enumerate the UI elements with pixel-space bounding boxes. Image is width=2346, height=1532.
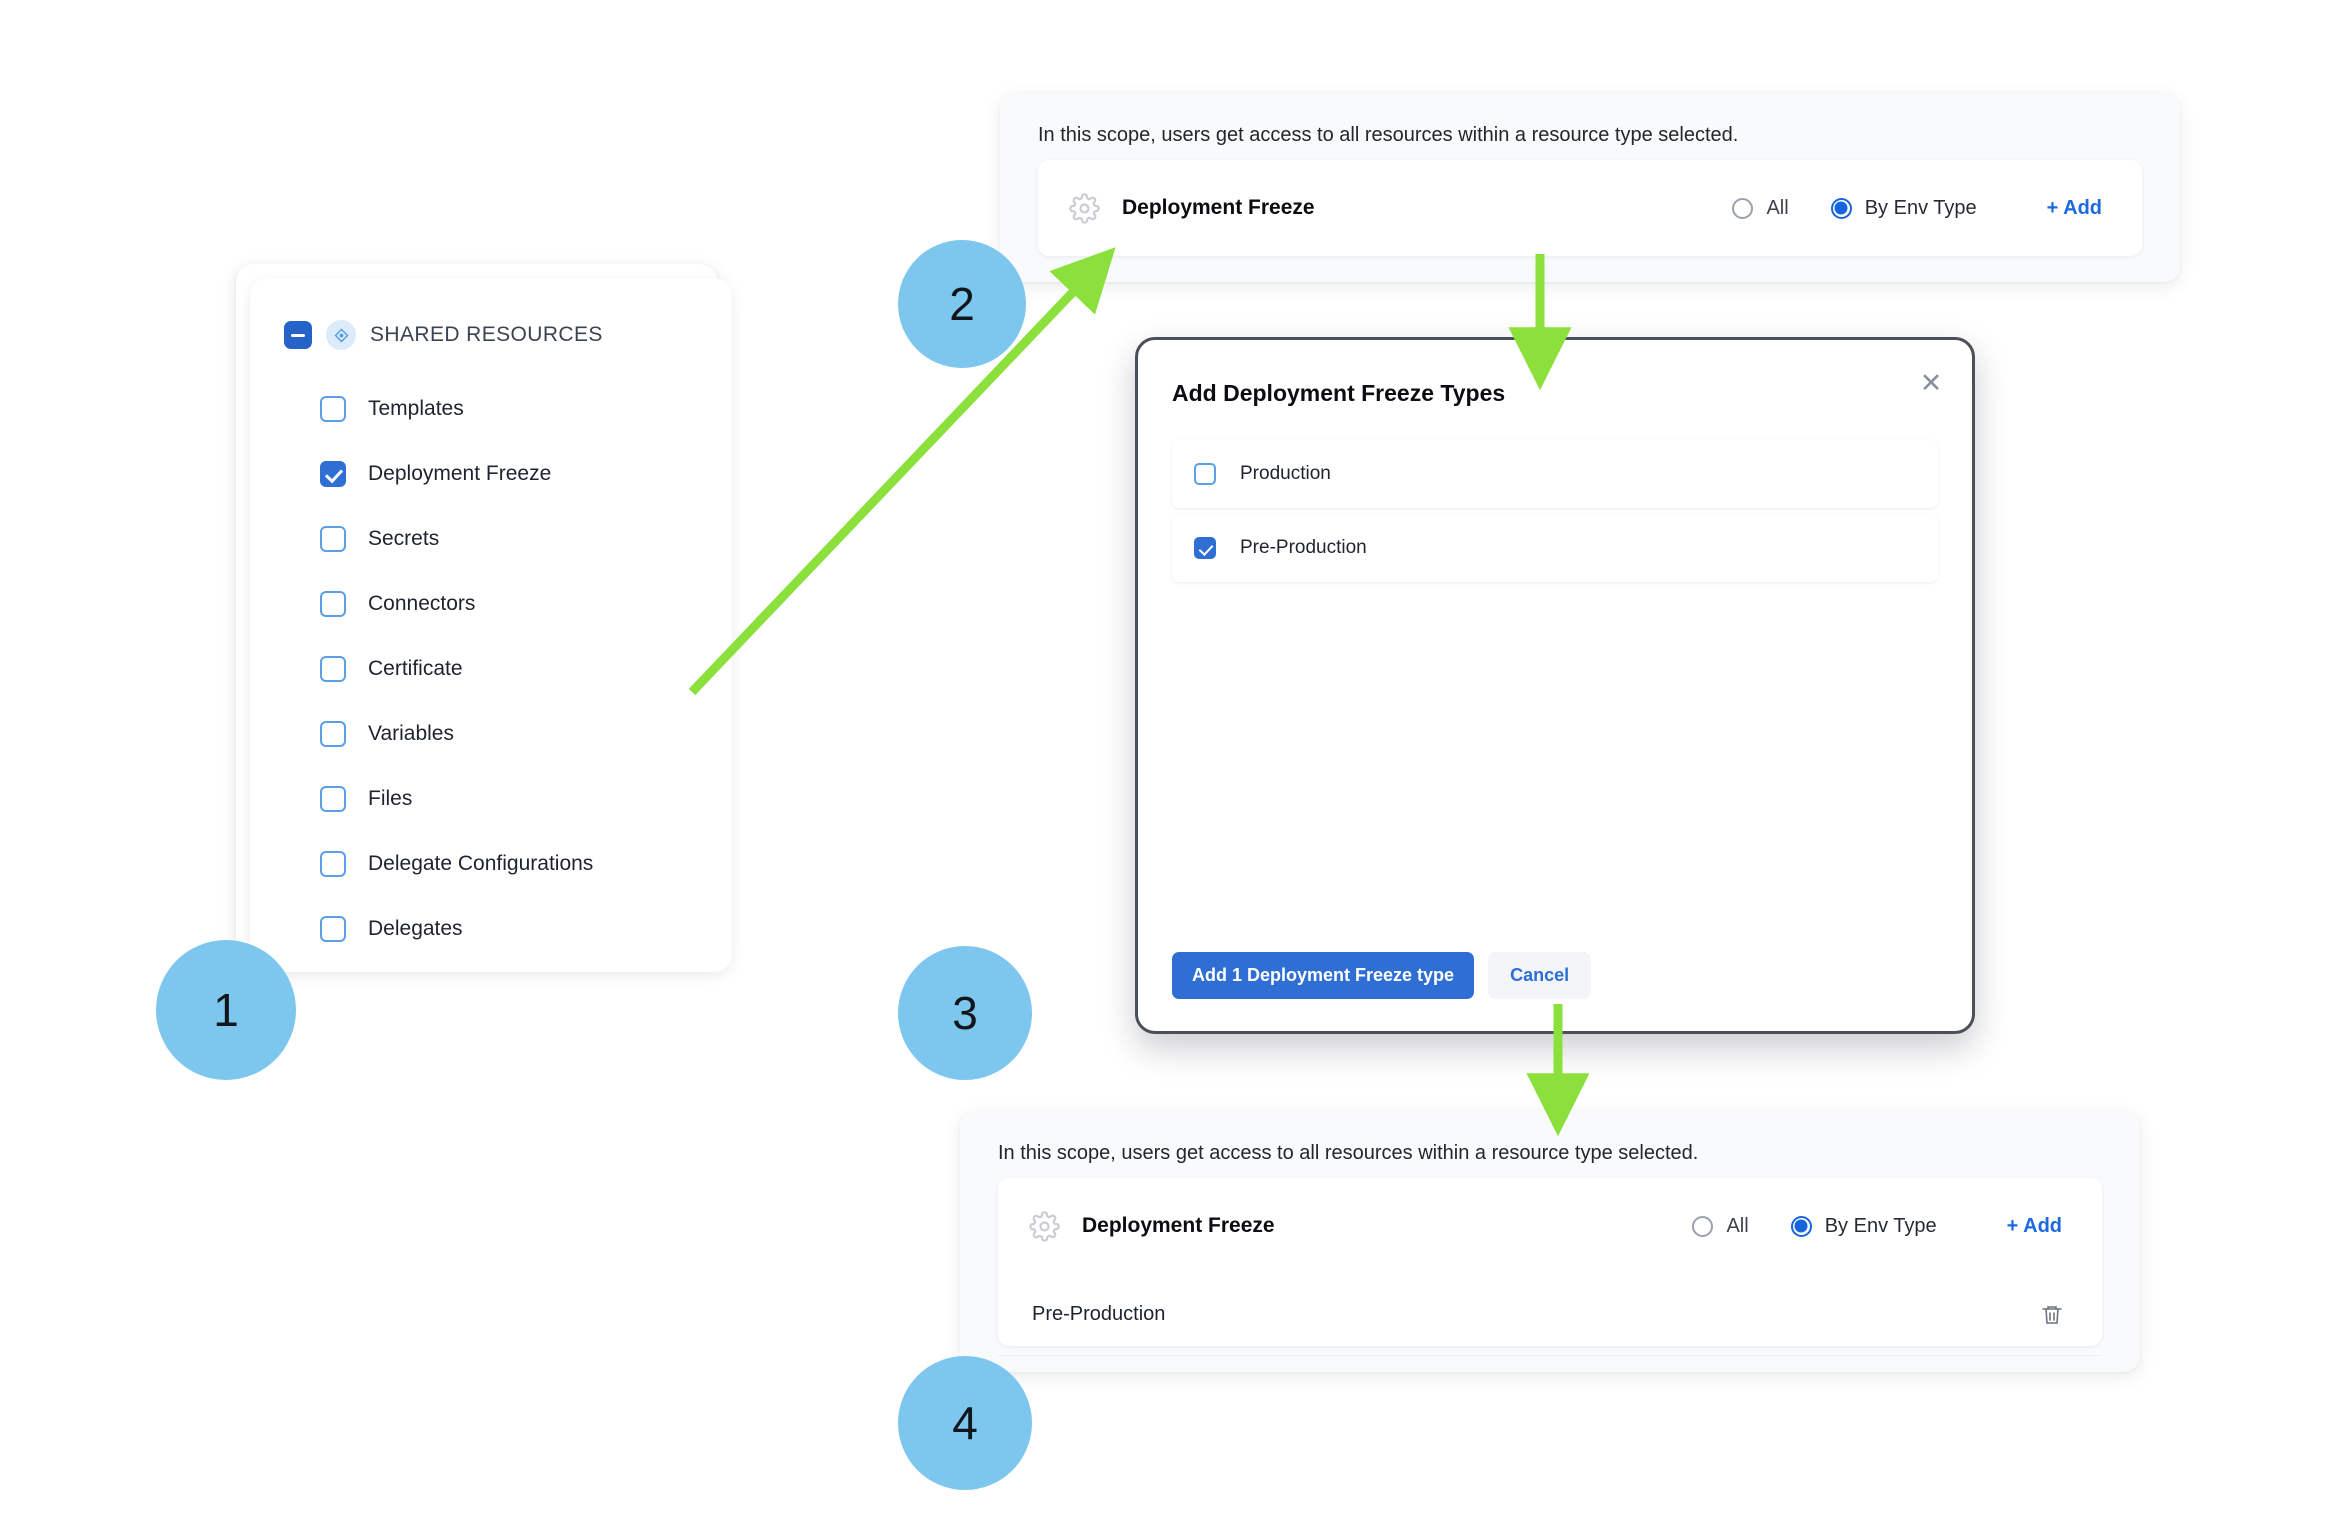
shared-resources-header[interactable]: SHARED RESOURCES <box>236 264 718 350</box>
env-type-label: Pre-Production <box>1240 537 1367 558</box>
scope-panel-bottom: In this scope, users get access to all r… <box>960 1110 2140 1372</box>
resource-item-certificate[interactable]: Certificate <box>236 636 718 701</box>
checkbox-templates[interactable] <box>320 395 346 422</box>
step-marker-4: 4 <box>898 1356 1032 1490</box>
checkbox-deployment-freeze[interactable] <box>320 460 346 487</box>
resource-name: Deployment Freeze <box>1122 196 1315 219</box>
arrow-panel-to-modal <box>1508 254 1572 391</box>
checkbox-certificate[interactable] <box>320 655 346 682</box>
resource-label: Variables <box>368 721 454 745</box>
step-marker-1: 1 <box>156 940 296 1080</box>
add-button[interactable]: + Add <box>2006 1214 2062 1237</box>
radio-option-all[interactable]: All <box>1692 1214 1749 1238</box>
radio-label: All <box>1726 1214 1749 1237</box>
resource-label: Connectors <box>368 591 476 615</box>
step-marker-2: 2 <box>898 240 1026 368</box>
scope-description: In this scope, users get access to all r… <box>998 1142 1699 1164</box>
env-type-item-production[interactable]: Production <box>1172 440 1938 508</box>
resource-scope-card: Deployment Freeze All By Env Type + Add … <box>998 1178 2102 1356</box>
resource-label: Secrets <box>368 526 440 550</box>
env-type-list: Production Pre-Production <box>1172 440 1938 588</box>
resource-scope-row: Deployment Freeze All By Env Type + Add <box>998 1178 2102 1274</box>
diamond-icon <box>326 320 356 350</box>
step-marker-3: 3 <box>898 946 1032 1080</box>
close-icon[interactable]: ✕ <box>1919 367 1943 398</box>
resource-name: Deployment Freeze <box>1082 1214 1275 1237</box>
cancel-button[interactable]: Cancel <box>1488 952 1592 999</box>
radio-by-env-type[interactable] <box>1830 197 1852 219</box>
checkbox-connectors[interactable] <box>320 590 346 617</box>
modal-title: Add Deployment Freeze Types <box>1172 380 1506 406</box>
selected-value-row: Pre-Production <box>998 1274 2102 1356</box>
resource-label: Delegates <box>368 916 463 940</box>
resource-item-templates[interactable]: Templates <box>236 376 718 441</box>
add-deployment-freeze-type-button[interactable]: Add 1 Deployment Freeze type <box>1172 952 1475 999</box>
resource-label: Templates <box>368 396 464 420</box>
resource-item-deployment-freeze[interactable]: Deployment Freeze <box>236 441 718 506</box>
checkbox-pre-production[interactable] <box>1194 537 1216 559</box>
step-number: 1 <box>213 984 239 1036</box>
step-number: 2 <box>949 278 975 330</box>
checkbox-production[interactable] <box>1194 463 1216 485</box>
radio-label: All <box>1766 196 1789 219</box>
checkbox-delegates[interactable] <box>320 915 346 942</box>
step-number: 3 <box>952 987 978 1039</box>
env-type-item-pre-production[interactable]: Pre-Production <box>1172 514 1938 582</box>
shared-resources-title: SHARED RESOURCES <box>370 323 603 346</box>
checkbox-secrets[interactable] <box>320 525 346 552</box>
step-number: 4 <box>952 1397 978 1449</box>
resource-scope-card: Deployment Freeze All By Env Type + Add <box>1038 160 2142 256</box>
arrow-modal-to-result <box>1526 1004 1590 1137</box>
shared-resources-card: SHARED RESOURCES Templates Deployment Fr… <box>236 264 732 972</box>
radio-option-by-env-type[interactable]: By Env Type <box>1790 1214 1937 1238</box>
resource-type-list: Templates Deployment Freeze Secrets Conn… <box>236 376 718 961</box>
checkbox-variables[interactable] <box>320 720 346 747</box>
scope-description: In this scope, users get access to all r… <box>1038 124 1739 146</box>
env-type-label: Production <box>1240 463 1331 484</box>
resource-item-delegate-configurations[interactable]: Delegate Configurations <box>236 831 718 896</box>
gear-icon <box>1024 1206 1064 1246</box>
resource-label: Files <box>368 786 413 810</box>
selected-value-label: Pre-Production <box>1032 1303 1166 1325</box>
resource-label: Delegate Configurations <box>368 851 594 875</box>
radio-label: By Env Type <box>1824 1214 1937 1237</box>
resource-item-variables[interactable]: Variables <box>236 701 718 766</box>
resource-item-delegates[interactable]: Delegates <box>236 896 718 961</box>
checkbox-files[interactable] <box>320 785 346 812</box>
resource-label: Deployment Freeze <box>368 461 552 485</box>
add-button[interactable]: + Add <box>2046 196 2102 219</box>
radio-option-by-env-type[interactable]: By Env Type <box>1830 196 1977 220</box>
modal-footer: Add 1 Deployment Freeze type Cancel <box>1172 952 1592 999</box>
radio-label: By Env Type <box>1864 196 1977 219</box>
radio-all[interactable] <box>1692 1215 1714 1237</box>
checkbox-delegate-configurations[interactable] <box>320 850 346 877</box>
gear-icon <box>1064 188 1104 228</box>
radio-option-all[interactable]: All <box>1732 196 1789 220</box>
radio-all[interactable] <box>1732 197 1754 219</box>
arrow-sidebar-to-panel <box>688 247 1116 696</box>
resource-item-secrets[interactable]: Secrets <box>236 506 718 571</box>
resource-scope-row: Deployment Freeze All By Env Type + Add <box>1038 160 2142 256</box>
scope-panel-top: In this scope, users get access to all r… <box>1000 92 2180 282</box>
resource-item-connectors[interactable]: Connectors <box>236 571 718 636</box>
trash-icon[interactable] <box>2040 1303 2064 1327</box>
add-deployment-freeze-types-modal: Add Deployment Freeze Types ✕ Production… <box>1135 337 1975 1034</box>
resource-item-files[interactable]: Files <box>236 766 718 831</box>
resource-label: Certificate <box>368 656 463 680</box>
radio-by-env-type[interactable] <box>1790 1215 1812 1237</box>
minus-icon[interactable] <box>284 321 312 349</box>
